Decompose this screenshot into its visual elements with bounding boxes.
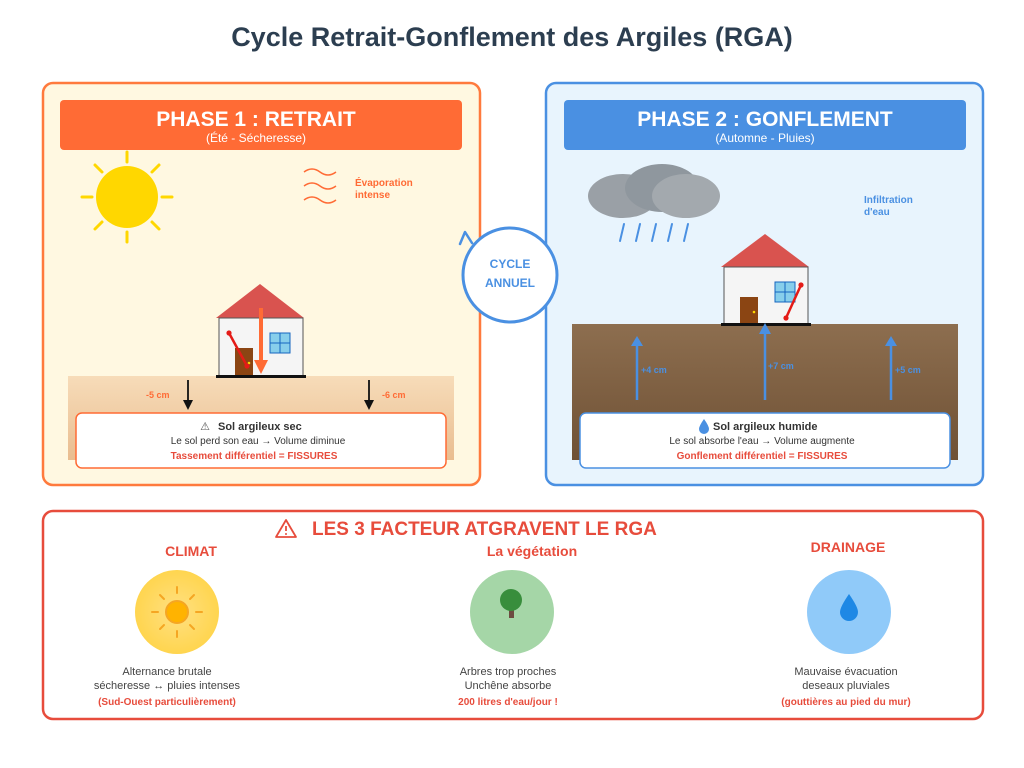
factor-drainage: DRAINAGE Mauvaise évacuation deseaux plu… [781, 539, 910, 708]
phase2-box-alert: Gonflement différentiel = FISSURES [677, 451, 848, 462]
phase2-subtitle: (Automne - Pluies) [715, 131, 814, 145]
infiltration-label: Infiltration [864, 195, 913, 206]
evaporation-label: Évaporation [355, 176, 413, 189]
factors-title: LES 3 FACTEUR ATGRAVENT LE RGA [312, 519, 657, 540]
phase2-info-box: Sol argileux humide Le sol absorbe l'eau… [579, 412, 951, 469]
evaporation-waves-icon [303, 168, 337, 204]
phase2-header [564, 100, 966, 150]
phase1-box-title: Sol argileux sec [218, 421, 302, 433]
crack-icon-2 [783, 282, 804, 321]
factor-climat-line2: sécheresse ↔ pluies intenses [94, 680, 241, 692]
page-title: Cycle Retrait-Gonflement des Argiles (RG… [231, 22, 793, 52]
factor-drainage-title: DRAINAGE [811, 539, 886, 555]
swell-measure-mid: +7 cm [768, 361, 794, 371]
phase1-subtitle: (Été - Sécheresse) [206, 130, 306, 145]
factor-drainage-note: (gouttières au pied du mur) [781, 697, 910, 708]
factor-drainage-line2: deseaux pluviales [802, 680, 890, 692]
tree-icon [500, 589, 522, 618]
measure-left: -5 cm [146, 390, 170, 400]
rain-cloud-icon [588, 164, 720, 242]
measure-right: -6 cm [382, 390, 406, 400]
factors-panel: LES 3 FACTEUR ATGRAVENT LE RGA CLIMAT Al… [41, 509, 985, 721]
factor-climat-note: (Sud-Ouest particulièrement) [98, 697, 236, 708]
phase1-panel: PHASE 1 : RETRAIT (Été - Sécheresse) Éva… [41, 81, 482, 487]
cycle-label-2: ANNUEL [485, 276, 535, 290]
phase2-panel: PHASE 2 : GONFLEMENT (Automne - Pluies) … [544, 81, 985, 487]
water-drop-icon [699, 419, 709, 434]
swell-measure-left: +4 cm [641, 365, 667, 375]
crack-icon [226, 330, 250, 369]
warning-icon: ⚠ [200, 421, 210, 433]
settlement-arrow-icon [254, 308, 268, 374]
factor-vegetation-line2: Unchêne absorbe [465, 680, 552, 692]
factor-climat-title: CLIMAT [165, 543, 217, 559]
phase2-box-title: Sol argileux humide [713, 421, 818, 433]
phase1-info-box: ⚠ Sol argileux sec Le sol perd son eau →… [75, 412, 447, 469]
sun-icon [80, 150, 174, 244]
evaporation-label-2: intense [355, 190, 390, 201]
shrink-arrow-right-icon [364, 380, 374, 410]
factor-vegetation-line1: Arbres trop proches [460, 666, 557, 678]
phase1-box-desc: Le sol perd son eau → Volume diminue [171, 436, 346, 447]
infiltration-label-2: d'eau [864, 207, 890, 218]
phase1-header [60, 100, 462, 150]
cycle-label: CYCLE [490, 257, 531, 271]
phase2-title: PHASE 2 : GONFLEMENT [637, 108, 893, 131]
swell-arrows [631, 323, 897, 400]
water-drop-icon-2 [840, 594, 858, 621]
shrink-arrow-left-icon [183, 380, 193, 410]
cycle-indicator: CYCLE ANNUEL [458, 226, 559, 324]
factors-warning-icon [275, 519, 297, 538]
sun-icon-2 [151, 586, 203, 638]
factor-vegetation-title: La végétation [487, 543, 577, 559]
phase1-box-alert: Tassement différentiel = FISSURES [171, 451, 338, 462]
cycle-arrow-icon [458, 230, 474, 246]
factor-vegetation-note: 200 litres d'eau/jour ! [458, 697, 558, 708]
phase2-box-desc: Le sol absorbe l'eau → Volume augmente [669, 436, 855, 447]
swell-measure-right: +5 cm [895, 365, 921, 375]
factor-climat: CLIMAT Alternance brutale sécheresse ↔ p… [94, 543, 241, 708]
house-icon-2 [721, 234, 811, 326]
phase1-title: PHASE 1 : RETRAIT [156, 108, 356, 131]
factor-climat-line1: Alternance brutale [122, 666, 211, 678]
factor-drainage-line1: Mauvaise évacuation [794, 666, 897, 678]
factor-vegetation: La végétation Arbres trop proches Unchên… [458, 543, 577, 708]
